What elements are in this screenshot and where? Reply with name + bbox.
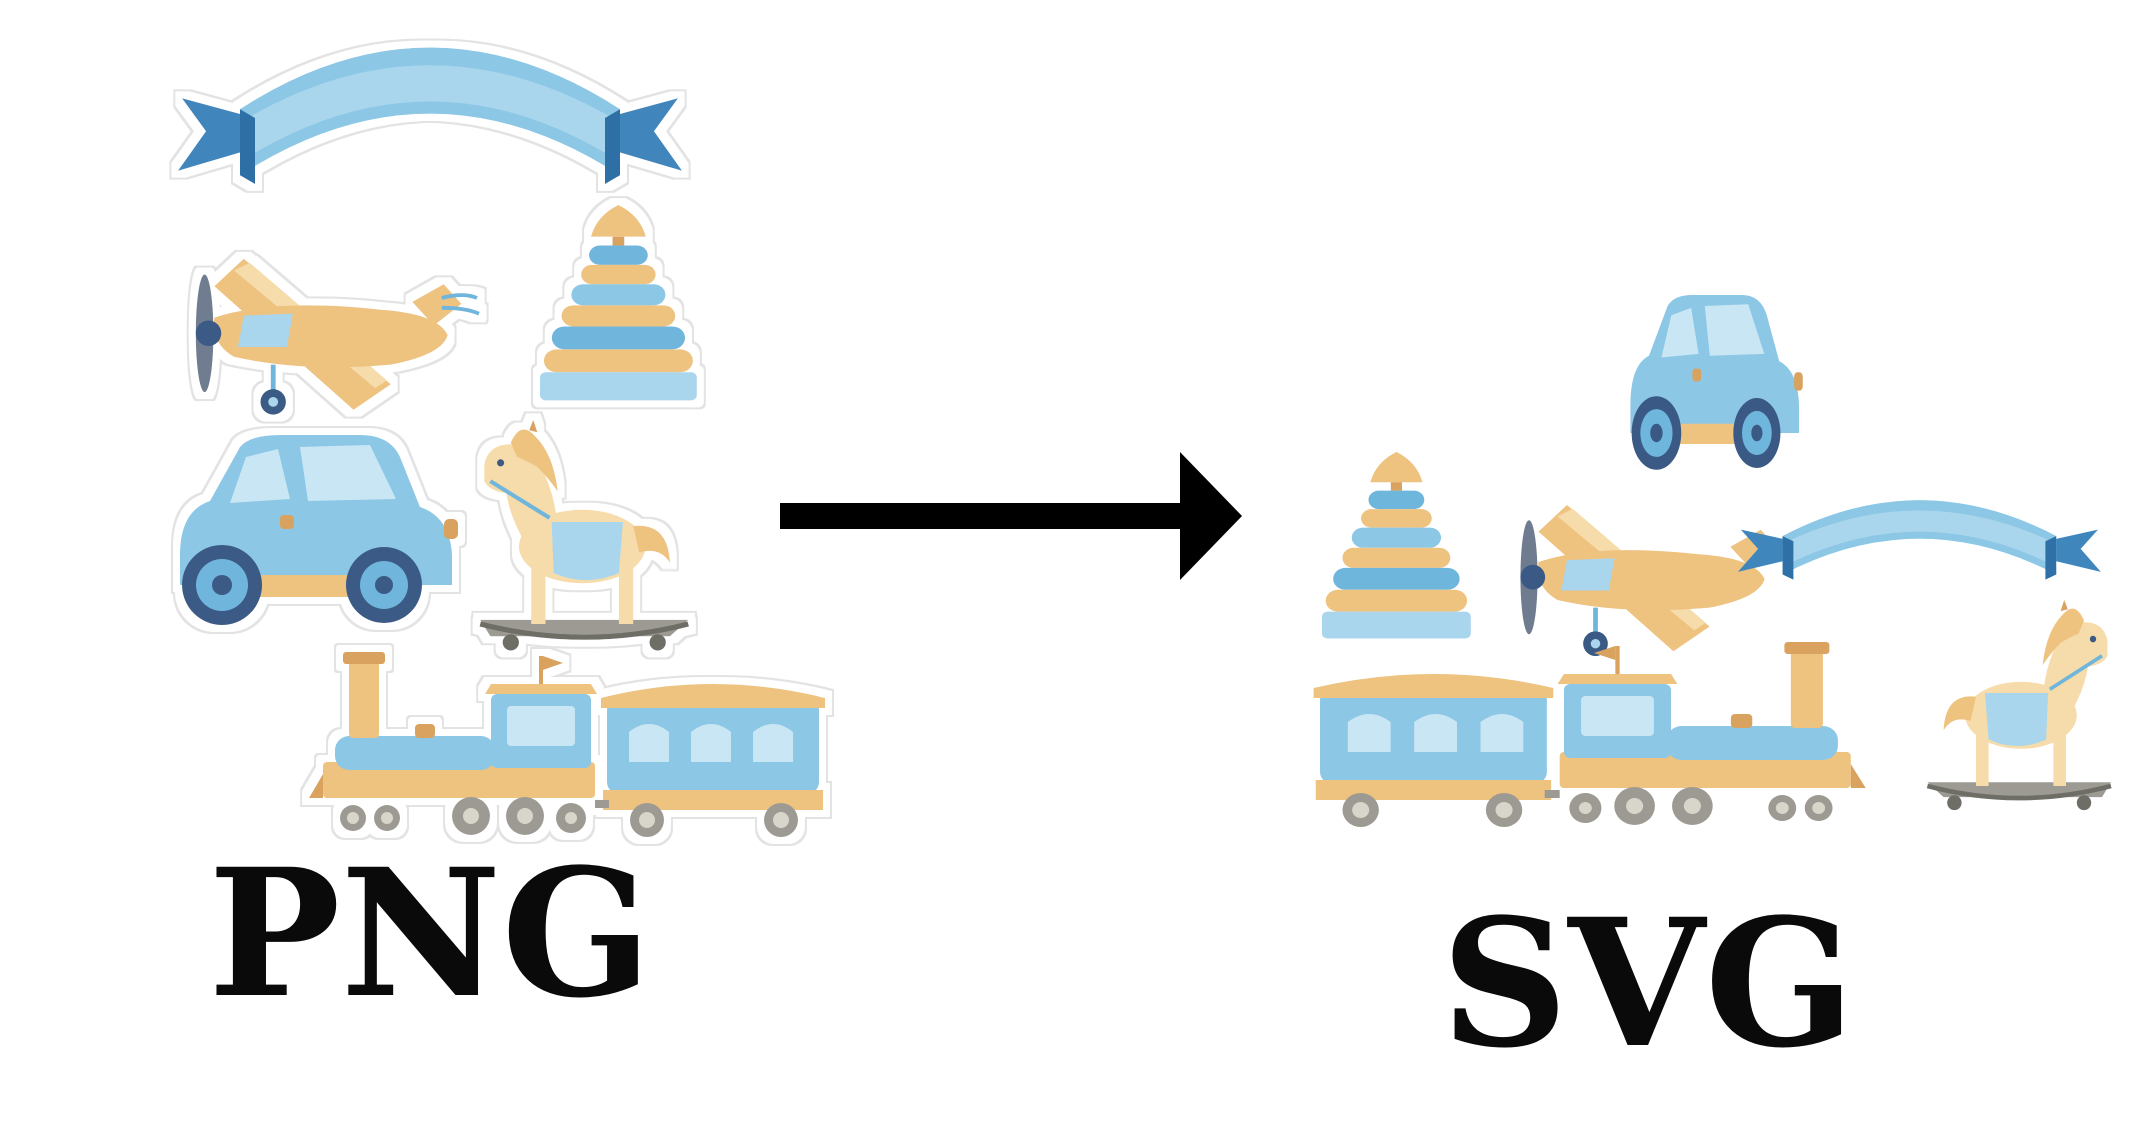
png-toy-train	[307, 650, 827, 839]
svg-banner-ribbon	[1737, 500, 2101, 580]
png-clipart-group	[178, 47, 827, 839]
png-stacking-pyramid	[540, 205, 697, 401]
svg-clipart-group	[1314, 295, 2111, 827]
svg-toy-car	[1630, 295, 1803, 470]
arrow-shaft	[780, 503, 1200, 529]
png-label: PNG	[208, 830, 652, 1037]
conversion-arrow	[780, 452, 1242, 580]
png-rocking-horse	[480, 420, 688, 651]
arrow-head	[1180, 452, 1242, 580]
png-toy-airplane	[196, 259, 479, 415]
svg-toy-airplane	[1520, 505, 1795, 656]
svg-stacking-pyramid	[1322, 452, 1471, 639]
svg-toy-train	[1314, 642, 1866, 827]
svg-rocking-horse	[1927, 600, 2111, 810]
png-toy-car	[180, 435, 458, 625]
png-banner-ribbon	[178, 47, 682, 184]
svg-label: SVG	[1441, 880, 1855, 1087]
